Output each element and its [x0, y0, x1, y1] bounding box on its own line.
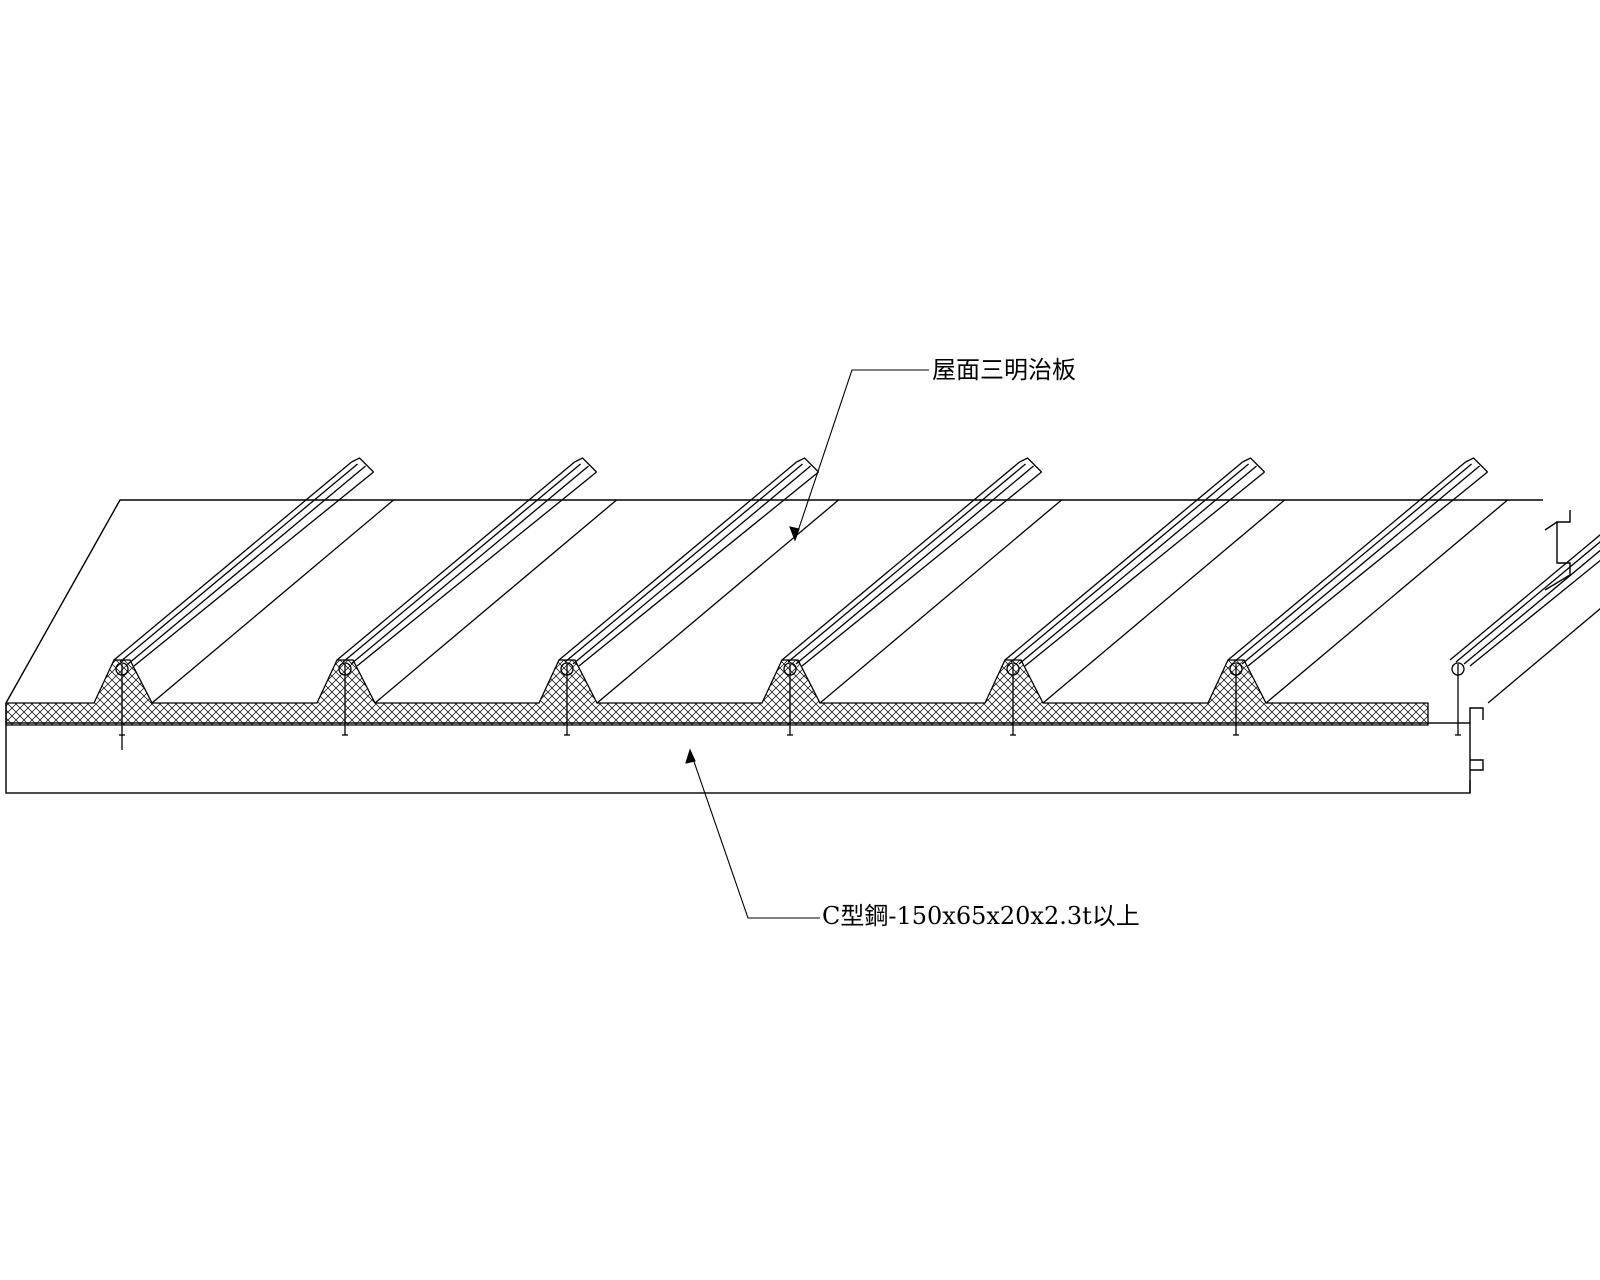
rib-cap: [574, 457, 598, 473]
rib-left-edge: [1004, 461, 1243, 661]
rib-flank: [374, 499, 617, 704]
rib-left-edge: [1227, 461, 1466, 661]
rib-groove: [350, 465, 589, 665]
rib-flank: [1487, 608, 1600, 704]
rib-left-edge: [336, 461, 575, 661]
rib-right-edge: [1024, 471, 1265, 667]
rib-right-edge: [1469, 559, 1600, 667]
rib-left-edge: [558, 461, 797, 661]
roof-panel-label: 屋面三明治板: [932, 356, 1076, 384]
rib-cap: [796, 457, 820, 473]
fastener-screws: [119, 664, 1461, 750]
rib-flank: [1265, 499, 1508, 704]
c-channel-arrowhead: [685, 748, 696, 764]
core-section: [5, 659, 1429, 726]
roof-panel-arrowhead: [789, 526, 800, 542]
rib-cap: [1465, 457, 1489, 473]
rib-left-edge: [113, 461, 352, 661]
rib-groove: [795, 465, 1034, 665]
rib-cap: [1019, 457, 1043, 473]
rib-groove: [572, 465, 811, 665]
rib-right-edge: [133, 471, 374, 667]
rib-left-edge: [781, 461, 1020, 661]
rib-right-edge: [356, 471, 597, 667]
panel-ribs: [113, 457, 1600, 704]
c-channel-top-flange: [1469, 707, 1484, 723]
c-channel-purlin: [5, 510, 1571, 794]
rib-groove: [1241, 465, 1480, 665]
rib-groove: [1018, 465, 1257, 665]
leader-lines: [685, 369, 929, 919]
rib-flank: [819, 499, 1062, 704]
rib-groove: [119, 463, 358, 663]
rib-right-edge: [1247, 471, 1488, 667]
rib-groove: [342, 463, 581, 663]
rib-groove: [1463, 549, 1600, 665]
rib-flank: [1042, 499, 1285, 704]
rib-flank: [596, 499, 839, 704]
rib-groove: [127, 465, 366, 665]
rib-right-edge: [801, 471, 1042, 667]
rib-groove: [1233, 463, 1472, 663]
rib-cap: [1242, 457, 1266, 473]
rib-right-edge: [578, 471, 819, 667]
rib-groove: [1455, 541, 1600, 663]
rib-groove: [1010, 463, 1249, 663]
rib-flank: [151, 499, 394, 704]
c-channel-lip: [1470, 759, 1484, 771]
rib-groove: [787, 463, 1026, 663]
foam-core-hatch: [5, 659, 1429, 726]
c-channel-leader: [689, 749, 820, 919]
c-channel-label: C型鋼-150x65x20x2.3t以上: [822, 902, 1140, 930]
roof-panel-leader: [794, 369, 929, 541]
rib-left-edge: [1449, 534, 1600, 661]
c-channel-far-flange: [1544, 521, 1558, 531]
rib-groove: [564, 463, 803, 663]
c-channel-face: [5, 722, 1471, 794]
rib-cap: [351, 457, 375, 473]
panel-top-outline: [5, 499, 1543, 704]
